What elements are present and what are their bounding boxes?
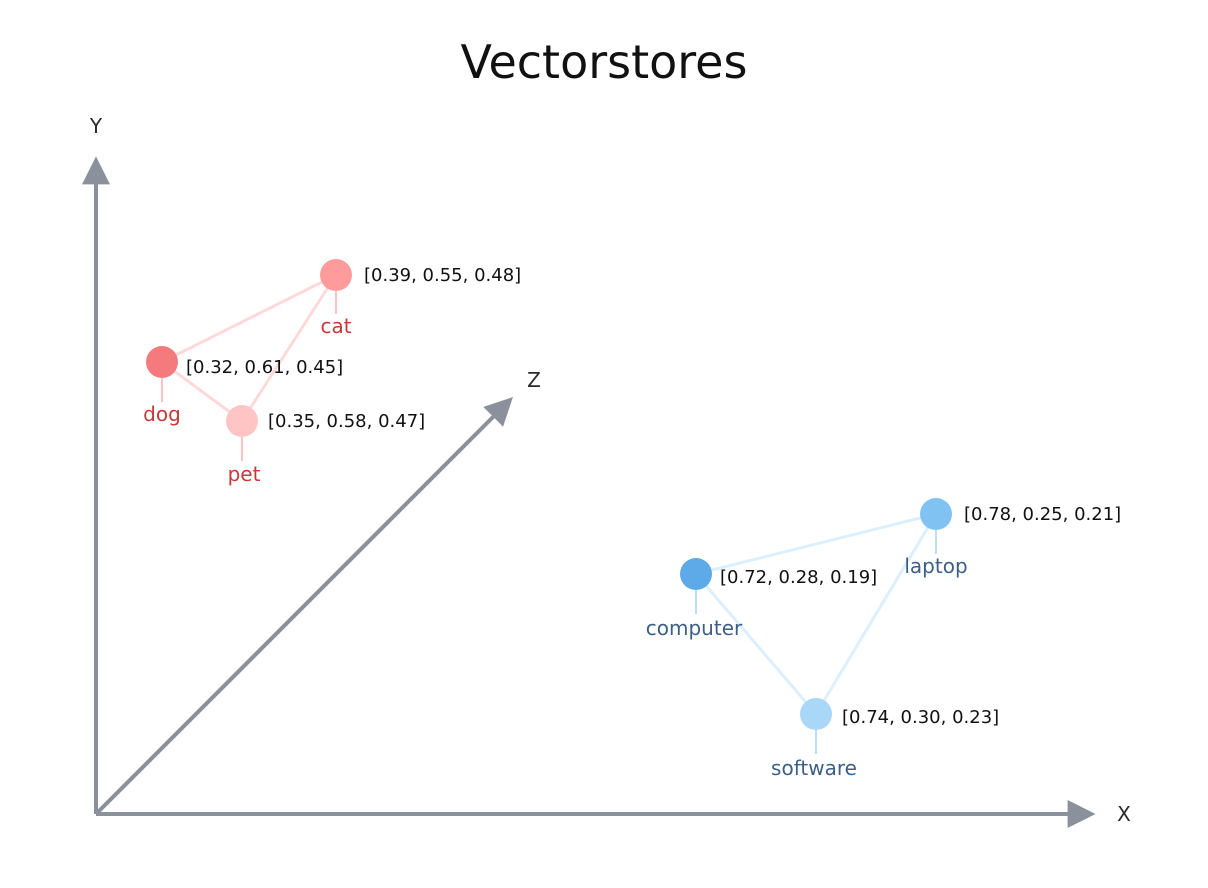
dog-point <box>146 346 178 378</box>
y-axis-label: Y <box>89 114 103 138</box>
pet-point <box>226 405 258 437</box>
computer-point <box>680 558 712 590</box>
pet-vector-label: [0.35, 0.58, 0.47] <box>268 411 425 432</box>
cat-pet-link <box>240 274 338 422</box>
computer-word-label: computer <box>646 616 743 640</box>
cat-vector-label: [0.39, 0.55, 0.48] <box>364 265 521 286</box>
software-point <box>800 698 832 730</box>
software-vector-label: [0.74, 0.30, 0.23] <box>842 707 999 728</box>
pet-word-label: pet <box>228 462 261 486</box>
laptop-word-label: laptop <box>904 554 967 578</box>
computer-software-link <box>694 573 818 715</box>
dog-pet-link <box>161 360 243 423</box>
software-word-label: software <box>771 756 857 780</box>
z-axis-arrow <box>94 397 513 816</box>
cat-point <box>320 259 352 291</box>
laptop-point <box>920 498 952 530</box>
dog-word-label: dog <box>143 402 181 426</box>
laptop-software-link <box>814 513 938 715</box>
laptop-vector-label: [0.78, 0.25, 0.21] <box>964 504 1121 525</box>
cat-word-label: cat <box>320 314 351 338</box>
laptop-computer-link <box>695 512 937 576</box>
computer-vector-label: [0.72, 0.28, 0.19] <box>720 567 877 588</box>
z-axis-label: Z <box>527 368 541 392</box>
dog-vector-label: [0.32, 0.61, 0.45] <box>186 357 343 378</box>
diagram-title: Vectorstores <box>461 35 748 89</box>
x-axis-label: X <box>1117 802 1131 826</box>
cat-dog-link <box>161 273 337 364</box>
